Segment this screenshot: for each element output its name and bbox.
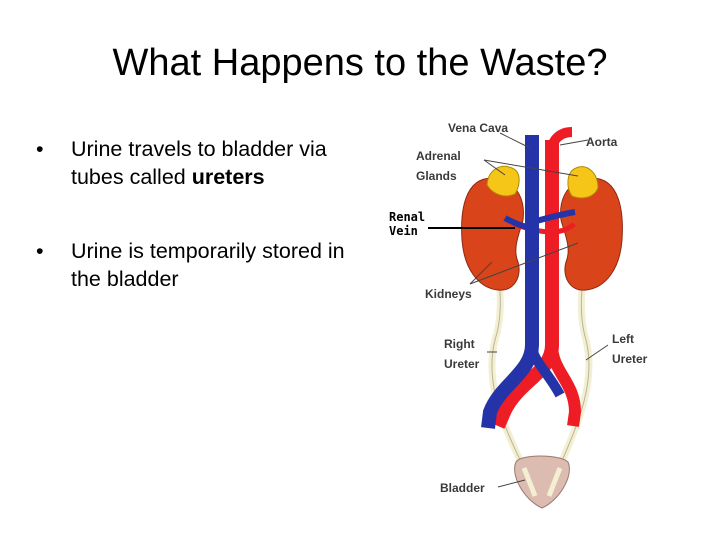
pointer-line-kidneys-right bbox=[469, 261, 493, 285]
pointer-line-left-ureter bbox=[585, 344, 609, 361]
aorta-left-branch bbox=[546, 344, 582, 427]
pointer-line-adrenal-right bbox=[483, 159, 506, 176]
label-left-ureter-line2: Ureter bbox=[612, 352, 648, 366]
label-adrenal-line1: Adrenal bbox=[416, 149, 461, 163]
right-adrenal-gland bbox=[486, 165, 520, 197]
bullet-marker: • bbox=[36, 137, 44, 161]
label-right-ureter-line1: Right bbox=[444, 337, 475, 351]
label-right-ureter-line2: Ureter bbox=[444, 357, 480, 371]
vena-cava-left-branch bbox=[527, 344, 565, 398]
label-renal-line1: Renal bbox=[389, 210, 425, 224]
label-aorta: Aorta bbox=[586, 135, 618, 149]
bullet-item-bladder: • Urine is temporarily stored in the bla… bbox=[36, 237, 356, 293]
slide-title: What Happens to the Waste? bbox=[112, 42, 608, 84]
right-kidney bbox=[461, 177, 524, 291]
pointer-line-adrenal-left bbox=[483, 159, 579, 177]
bullet-text: Urine is temporarily stored in the bladd… bbox=[71, 239, 345, 291]
label-vena-cava: Vena Cava bbox=[448, 121, 508, 135]
label-kidneys: Kidneys bbox=[425, 287, 472, 301]
bladder bbox=[514, 455, 570, 509]
left-adrenal-gland bbox=[567, 166, 599, 199]
bladder-right-ureter-end bbox=[521, 467, 538, 497]
pointer-line-kidneys-left bbox=[469, 242, 579, 285]
bullet-item-ureters: • Urine travels to bladder via tubes cal… bbox=[36, 135, 356, 191]
label-left-ureter-line1: Left bbox=[612, 332, 634, 346]
urinary-system-diagram: Vena Cava Aorta Adrenal Glands Renal Vei… bbox=[389, 121, 648, 509]
renal-artery-left bbox=[551, 222, 576, 235]
pointer-line-aorta bbox=[559, 139, 589, 146]
aorta-arch bbox=[547, 127, 573, 151]
label-bladder: Bladder bbox=[440, 481, 485, 495]
renal-vein-left bbox=[531, 209, 576, 225]
label-adrenal-line2: Glands bbox=[416, 169, 457, 183]
pointer-line-bladder bbox=[497, 479, 526, 488]
bullet-list: • Urine travels to bladder via tubes cal… bbox=[36, 135, 356, 339]
bullet-marker: • bbox=[36, 239, 44, 263]
bullet-bold-term: ureters bbox=[191, 165, 265, 189]
renal-vein-right bbox=[503, 215, 533, 231]
bullet-text: Urine travels to bladder via tubes calle… bbox=[71, 137, 327, 189]
bladder-left-ureter-end bbox=[546, 467, 563, 497]
label-renal-line2: Vein bbox=[389, 224, 418, 238]
pointer-line-vena-cava bbox=[499, 132, 531, 149]
